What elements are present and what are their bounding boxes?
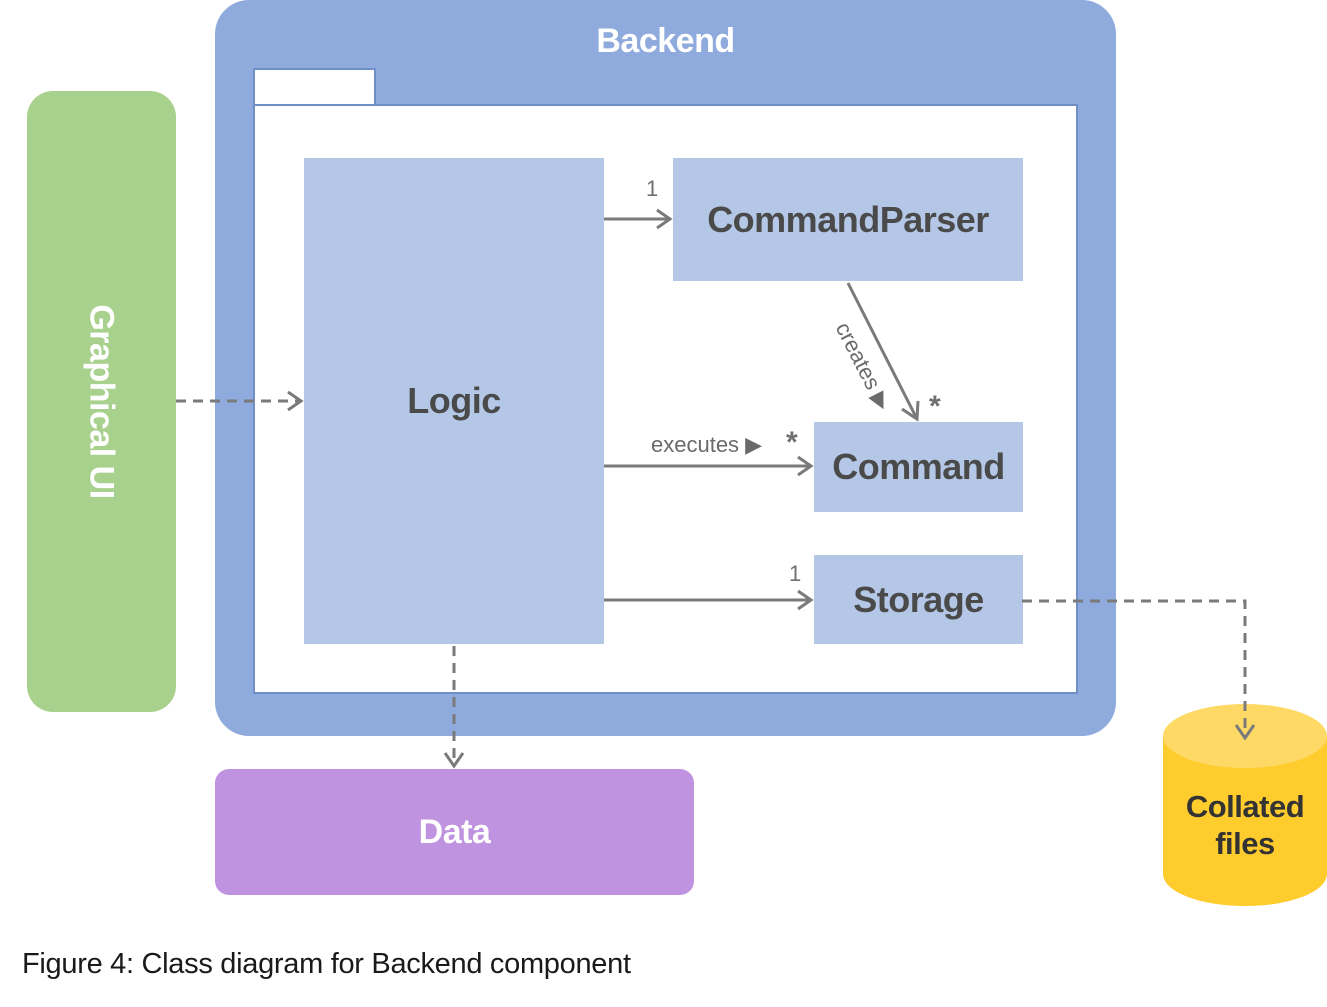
parser-multiplicity: 1 — [646, 176, 659, 201]
figure-caption: Figure 4: Class diagram for Backend comp… — [22, 948, 631, 980]
data-label: Data — [418, 812, 491, 851]
parser-to-command-arrow — [846, 282, 919, 420]
command-class: Command — [814, 422, 1023, 512]
backend-title: Backend — [596, 22, 735, 60]
storage-to-files-arrow — [1022, 599, 1247, 738]
logic-label: Logic — [407, 380, 501, 421]
command-multiplicity: * — [786, 426, 798, 459]
logic-class: Logic — [304, 158, 604, 644]
executes-label: executes ▶ — [651, 432, 763, 457]
command-parser-class: CommandParser — [673, 158, 1023, 281]
command-parser-label: CommandParser — [707, 198, 989, 240]
storage-multiplicity: 1 — [789, 561, 802, 586]
data-component: Data — [215, 769, 694, 895]
command-label: Command — [832, 446, 1005, 487]
graphical-ui-component — [27, 91, 176, 712]
storage-label: Storage — [853, 578, 984, 620]
collated-files-label: Collated files — [1185, 789, 1305, 861]
created-command-multiplicity: * — [929, 390, 941, 423]
storage-class: Storage — [814, 555, 1023, 644]
